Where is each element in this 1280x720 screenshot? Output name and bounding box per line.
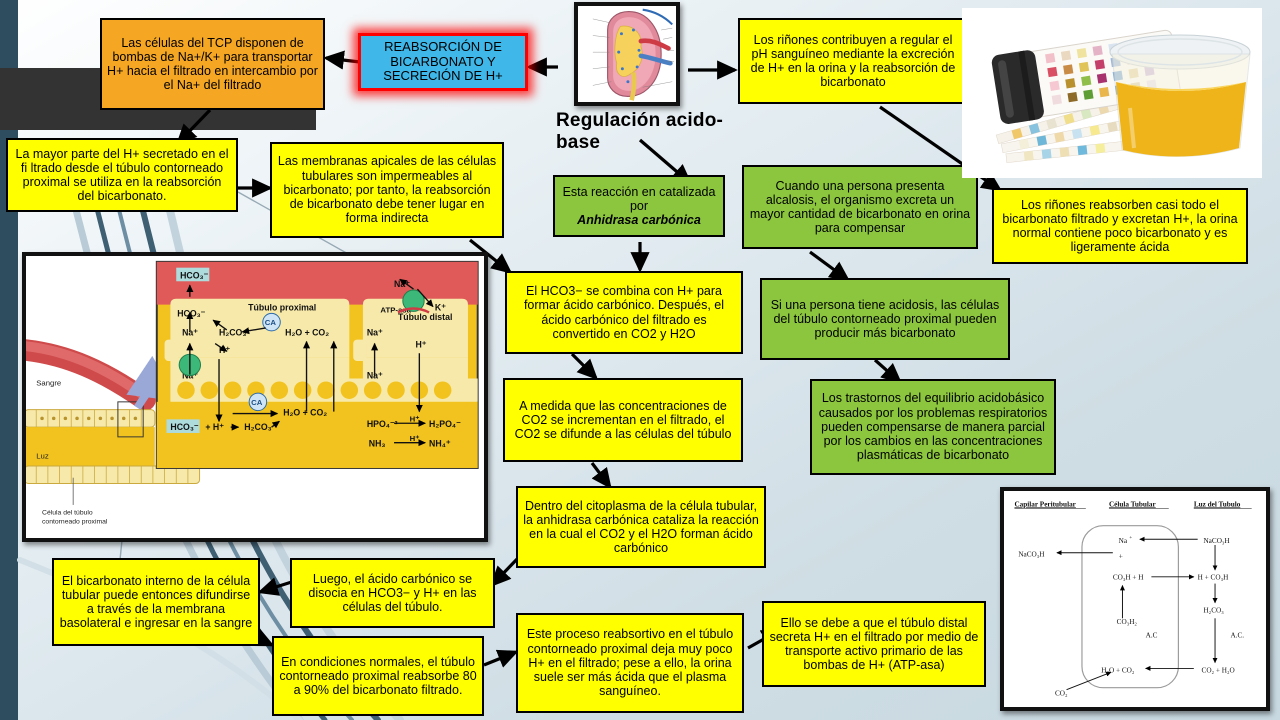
svg-text:H + CO₃H: H + CO₃H	[1198, 574, 1229, 582]
svg-text:H⁺: H⁺	[410, 434, 420, 443]
svg-text:NH₄⁺: NH₄⁺	[429, 439, 451, 449]
capillary-diagram-image: Capilar Peritubular Célula Tubular Luz d…	[1000, 487, 1270, 711]
page-title-line2: acido-base	[556, 110, 724, 153]
node-acidosis[interactable]: Si una persona tiene acidosis, las célul…	[760, 278, 1010, 360]
node-tubulo-distal[interactable]: Ello se debe a que el túbulo distal secr…	[762, 601, 986, 687]
node-rinones-ph-label: Los riñones contribuyen a regular el pH …	[750, 32, 956, 90]
svg-text:H₂PO₄⁻: H₂PO₄⁻	[429, 419, 461, 429]
page-title: Regulación acido-base	[556, 110, 736, 154]
node-hco3-combina-label: El HCO3− se combina con H+ para formar á…	[523, 284, 725, 341]
node-bicarbonato-interno[interactable]: El bicarbonato interno de la célula tubu…	[52, 558, 260, 646]
node-disocia[interactable]: Luego, el ácido carbónico se disocia en …	[290, 558, 495, 628]
svg-text:HCO₃⁻: HCO₃⁻	[180, 270, 208, 280]
svg-text:Sangre: Sangre	[36, 378, 61, 387]
node-anhidrasa-enzyme: Anhidrasa carbónica	[577, 213, 701, 228]
svg-text:+ H⁺: + H⁺	[205, 422, 224, 432]
node-hco3-combina[interactable]: El HCO3− se combina con H+ para formar á…	[505, 271, 743, 354]
node-rinones-ph[interactable]: Los riñones contribuyen a regular el pH …	[738, 18, 968, 104]
node-tubulo-distal-label: Ello se debe a que el túbulo distal secr…	[769, 615, 979, 673]
tubule-diagram-image: Sangre	[22, 252, 488, 542]
node-trastornos[interactable]: Los trastornos del equilibrio acidobásic…	[810, 379, 1056, 475]
svg-text:Na: Na	[1119, 537, 1128, 545]
node-co2-difunde[interactable]: A medida que las concentraciones de CO2 …	[503, 378, 743, 462]
svg-text:HPO₄⁻²: HPO₄⁻²	[367, 419, 398, 429]
svg-text:H₂O + CO₂: H₂O + CO₂	[283, 407, 327, 417]
svg-text:Capilar Peritubular: Capilar Peritubular	[1014, 500, 1076, 508]
node-anhidrasa-text: Esta reacción en catalizada por	[562, 184, 716, 213]
node-condiciones-normales[interactable]: En condiciones normales, el túbulo conto…	[272, 636, 484, 716]
node-anhidrasa-label: Esta reacción en catalizada por Anhidras…	[560, 185, 718, 228]
svg-text:+: +	[1119, 552, 1123, 561]
node-disocia-label: Luego, el ácido carbónico se disocia en …	[308, 571, 477, 615]
svg-text:K⁺: K⁺	[435, 302, 446, 312]
node-co2-difunde-label: A medida que las concentraciones de CO2 …	[514, 398, 732, 442]
svg-text:Célula del túbulo: Célula del túbulo	[42, 510, 93, 517]
node-tcp-pumps-label: Las células del TCP disponen de bombas d…	[107, 35, 318, 93]
node-proceso-reabsortivo-label: Este proceso reabsortivo en el túbulo co…	[526, 627, 734, 699]
node-proceso-reabsortivo[interactable]: Este proceso reabsortivo en el túbulo co…	[516, 613, 744, 713]
node-rinones-reabsorben-label: Los riñones reabsorben casi todo el bica…	[1002, 197, 1238, 255]
node-rinones-reabsorben[interactable]: Los riñones reabsorben casi todo el bica…	[992, 188, 1248, 264]
svg-text:CA: CA	[251, 398, 263, 407]
svg-text:H⁺: H⁺	[415, 339, 426, 349]
svg-text:Célula Tubular: Célula Tubular	[1109, 500, 1157, 508]
svg-text:NH₃: NH₃	[369, 439, 386, 449]
node-membranas-apicales-label: Las membranas apicales de las células tu…	[277, 154, 497, 226]
page-title-line1: Regulación	[556, 110, 661, 131]
node-h-secretado[interactable]: La mayor parte del H+ secretado en el fi…	[6, 138, 238, 212]
svg-text:+: +	[1129, 535, 1132, 541]
svg-text:CO₃H₂: CO₃H₂	[1117, 618, 1138, 626]
node-trastornos-label: Los trastornos del equilibrio acidobásic…	[818, 391, 1048, 463]
node-citoplasma[interactable]: Dentro del citoplasma de la célula tubul…	[516, 486, 766, 568]
svg-text:CA: CA	[265, 318, 277, 327]
svg-text:CO₃H + H: CO₃H + H	[1113, 574, 1144, 582]
node-citoplasma-label: Dentro del citoplasma de la célula tubul…	[523, 498, 759, 556]
svg-text:Luz del Tubulo: Luz del Tubulo	[1194, 500, 1241, 508]
node-alcalosis[interactable]: Cuando una persona presenta alcalosis, e…	[742, 165, 978, 249]
svg-text:Na⁺: Na⁺	[367, 328, 383, 338]
svg-text:H₂O + CO₂: H₂O + CO₂	[285, 328, 329, 338]
node-alcalosis-label: Cuando una persona presenta alcalosis, e…	[749, 178, 971, 236]
svg-text:H₂O + CO₂: H₂O + CO₂	[1101, 666, 1135, 674]
svg-text:Na⁺: Na⁺	[182, 328, 198, 338]
svg-text:NaCO₃H: NaCO₃H	[1018, 551, 1044, 559]
svg-text:A.C.: A.C.	[1230, 632, 1244, 640]
svg-text:HCO₃⁻: HCO₃⁻	[170, 422, 198, 432]
svg-text:H₂CO₃: H₂CO₃	[1203, 607, 1224, 615]
svg-text:Luz: Luz	[36, 451, 49, 460]
svg-text:CO₂: CO₂	[1055, 689, 1068, 697]
svg-text:CO₂ + H₂O: CO₂ + H₂O	[1202, 666, 1235, 674]
kidney-image	[574, 2, 680, 106]
node-membranas-apicales[interactable]: Las membranas apicales de las células tu…	[270, 142, 504, 238]
svg-text:Túbulo proximal: Túbulo proximal	[248, 302, 316, 312]
svg-text:H₂CO₃: H₂CO₃	[219, 328, 246, 338]
node-condiciones-normales-label: En condiciones normales, el túbulo conto…	[279, 654, 477, 698]
svg-text:Túbulo distal: Túbulo distal	[398, 312, 452, 322]
svg-text:A.C: A.C	[1146, 632, 1158, 640]
urine-strips-image	[962, 8, 1262, 178]
node-anhidrasa[interactable]: Esta reacción en catalizada por Anhidras…	[553, 175, 725, 237]
node-h-secretado-label: La mayor parte del H+ secretado en el fi…	[15, 146, 229, 204]
svg-text:HCO₃⁻: HCO₃⁻	[177, 308, 205, 318]
svg-text:H₂CO₃: H₂CO₃	[244, 422, 271, 432]
svg-text:H⁺: H⁺	[410, 414, 420, 423]
node-acidosis-label: Si una persona tiene acidosis, las célul…	[770, 297, 1000, 341]
svg-text:NaCO₃H: NaCO₃H	[1203, 537, 1229, 545]
node-bicarbonato-interno-label: El bicarbonato interno de la célula tubu…	[59, 573, 253, 631]
node-tcp-pumps[interactable]: Las células del TCP disponen de bombas d…	[100, 18, 325, 110]
svg-text:ATP-asa: ATP-asa	[380, 305, 411, 314]
svg-text:contorneado proximal: contorneado proximal	[42, 518, 108, 525]
